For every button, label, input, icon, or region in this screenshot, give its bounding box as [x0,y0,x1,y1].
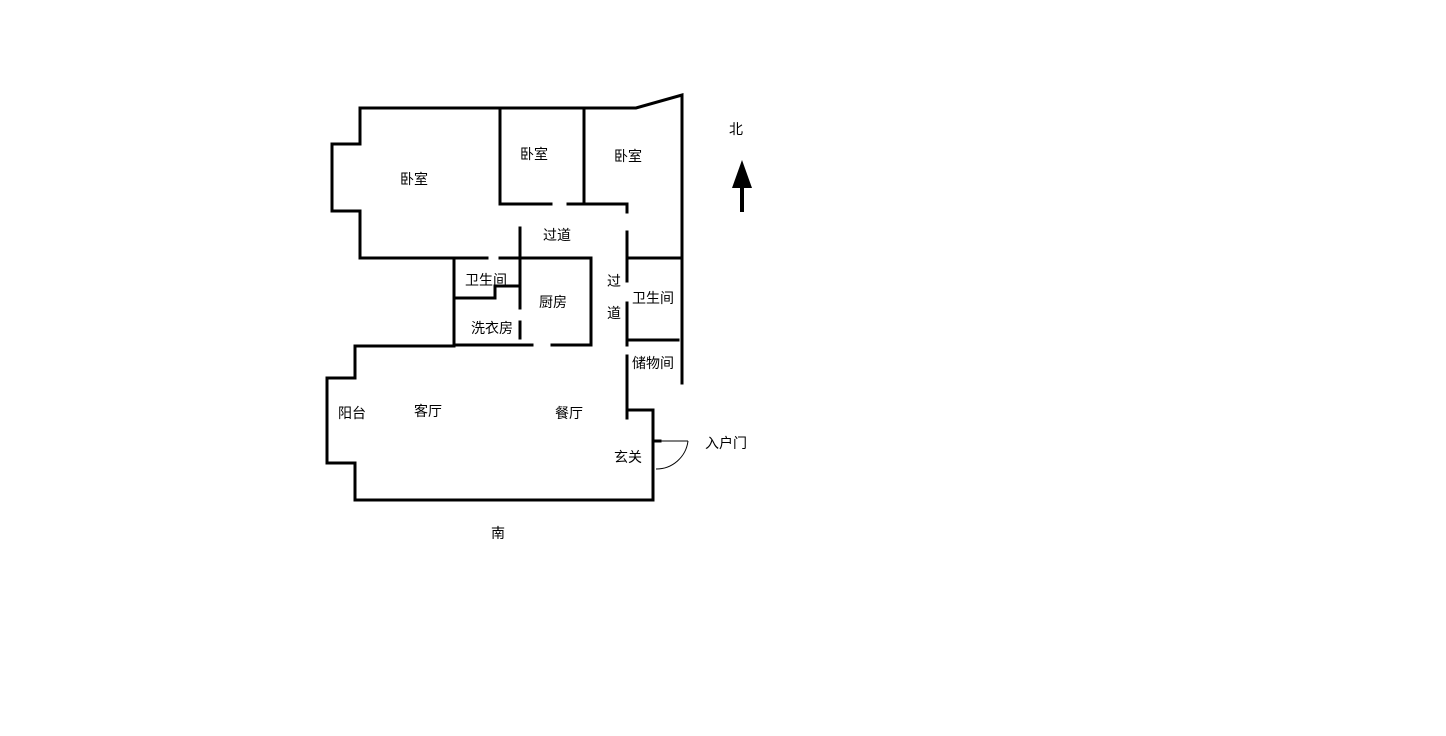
label-dining-room: 餐厅 [555,406,583,422]
label-entrance-door: 入户门 [705,435,747,452]
arrow-up-icon [732,160,752,212]
door-swing-icon [655,440,689,470]
label-kitchen: 厨房 [539,295,567,311]
label-storage: 储物间 [632,356,674,372]
label-corridor-side-1: 过 [607,274,621,290]
label-bedroom-2: 卧室 [520,146,548,163]
label-bathroom-right: 卫生间 [632,291,674,307]
label-laundry: 洗衣房 [471,321,513,337]
wall-south-block [325,344,655,502]
label-corridor-side-2: 道 [607,306,621,322]
label-south: 南 [491,526,505,542]
walls [325,93,684,502]
label-bedroom-3: 卧室 [614,148,642,165]
wall-top [358,93,684,260]
label-balcony: 阳台 [338,406,366,422]
label-foyer: 玄关 [614,449,642,466]
label-bathroom-small: 卫生间 [465,273,507,289]
label-north: 北 [729,122,743,138]
label-master-bedroom: 卧室 [400,171,428,188]
wall-master-bay [330,106,489,260]
label-living-room: 客厅 [414,403,442,420]
label-corridor-top: 过道 [543,228,571,244]
